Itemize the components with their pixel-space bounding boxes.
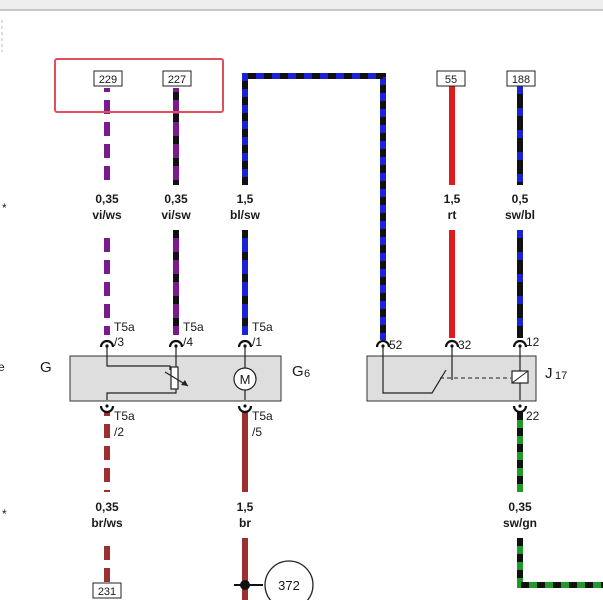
margin-star-2: * xyxy=(2,507,7,521)
margin-star-1: * xyxy=(2,201,7,215)
relay-coil-diagonal xyxy=(511,370,529,384)
connector-name: T5a xyxy=(183,320,204,334)
fuel-pump-label: G xyxy=(292,363,304,380)
pin-label-12: 12 xyxy=(526,335,540,349)
relay-subscript: 17 xyxy=(555,370,567,382)
wire-color-label: rt xyxy=(448,208,457,222)
connector-cap[interactable] xyxy=(237,404,253,414)
ref-label-55: 55 xyxy=(445,74,457,86)
wire-size-label: 0,35 xyxy=(508,500,532,514)
connector-name: T5a xyxy=(114,409,135,423)
ref-label-188: 188 xyxy=(512,74,530,86)
wire-color-label: vi/ws xyxy=(92,208,122,222)
wire-size-label: 0,35 xyxy=(164,192,188,206)
connector-cap[interactable] xyxy=(99,339,115,348)
ref-label-227: 227 xyxy=(168,74,186,86)
ref-label-231: 231 xyxy=(98,586,116,598)
top-bar xyxy=(0,0,603,10)
connector-pin: /1 xyxy=(252,335,262,349)
relay-wiring xyxy=(382,346,447,394)
sender-wiring xyxy=(106,389,177,400)
ground-point-label: 372 xyxy=(278,578,300,593)
ref-box-188[interactable]: 188 xyxy=(506,70,536,87)
sender-wiring xyxy=(106,346,171,370)
connector-name: T5a xyxy=(114,320,135,334)
wire-color-label: vi/sw xyxy=(161,208,191,222)
ref-box-227[interactable]: 227 xyxy=(162,70,192,87)
ground-point-circle[interactable] xyxy=(264,560,314,600)
motor-symbol: M xyxy=(240,372,251,387)
pin-label-32: 32 xyxy=(458,338,472,352)
connector-cap[interactable] xyxy=(512,404,528,414)
wire-size-label: 0,5 xyxy=(512,192,529,206)
connector-pin: /5 xyxy=(252,425,262,439)
connector-cap[interactable] xyxy=(168,339,184,348)
connector-name: T5a xyxy=(252,409,273,423)
wire-size-label: 1,5 xyxy=(237,500,254,514)
sender-label: G xyxy=(40,359,52,376)
connector-cap[interactable] xyxy=(444,339,460,348)
connector-pin: /3 xyxy=(114,335,124,349)
wire-color-label: br/ws xyxy=(91,516,123,530)
fuel-pump-subscript: 6 xyxy=(304,368,310,380)
wire-color-label: bl/sw xyxy=(230,208,261,222)
wire-color-label: sw/bl xyxy=(505,208,535,222)
potentiometer-arrow xyxy=(181,380,188,386)
connector-pin: /4 xyxy=(183,335,193,349)
connector-cap[interactable] xyxy=(99,404,115,414)
wire-sw-gn-lower xyxy=(517,538,603,588)
ref-box-229[interactable]: 229 xyxy=(93,70,123,87)
pin-label-52: 52 xyxy=(389,338,403,352)
highlight-box xyxy=(54,58,224,113)
wire-size-label: 0,35 xyxy=(95,192,119,206)
wire-size-label: 1,5 xyxy=(444,192,461,206)
relay-label: J xyxy=(545,365,553,382)
connector-pin: /2 xyxy=(114,425,124,439)
margin-letter-e: e xyxy=(0,360,5,374)
connector-name: T5a xyxy=(252,320,273,334)
connector-cap[interactable] xyxy=(512,339,528,348)
connector-cap[interactable] xyxy=(375,339,391,348)
ref-box-231[interactable]: 231 xyxy=(92,582,122,599)
connector-cap[interactable] xyxy=(237,339,253,348)
ref-label-229: 229 xyxy=(99,74,117,86)
wire-size-label: 0,35 xyxy=(95,500,119,514)
pin-label-22: 22 xyxy=(526,409,540,423)
wire-color-label: br xyxy=(239,516,251,530)
ref-box-55[interactable]: 55 xyxy=(436,70,466,87)
wire-size-label: 1,5 xyxy=(237,192,254,206)
wire-color-label: sw/gn xyxy=(503,516,537,530)
wire-bl-sw-upper xyxy=(242,73,386,340)
